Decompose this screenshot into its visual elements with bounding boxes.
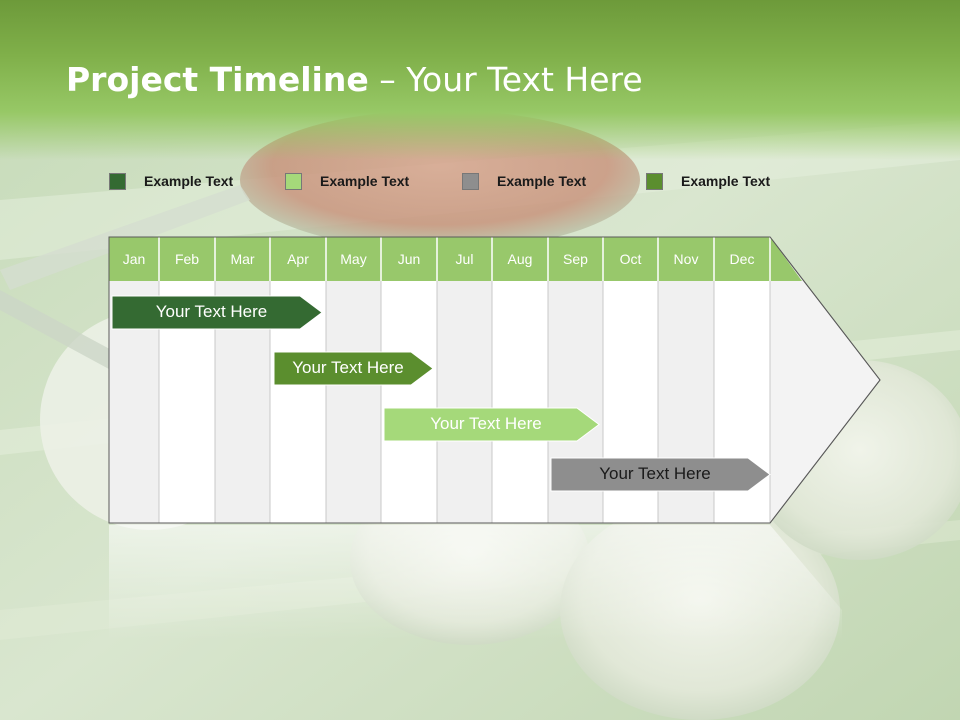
month-column bbox=[326, 281, 381, 523]
title-rest: – Your Text Here bbox=[368, 60, 643, 99]
legend-label: Example Text bbox=[681, 173, 771, 189]
task-bar bbox=[550, 457, 771, 492]
task-label: Your Text Here bbox=[155, 302, 268, 321]
month-label-sep: Sep bbox=[563, 251, 588, 267]
month-column bbox=[381, 281, 437, 523]
legend-item: Example Text bbox=[462, 170, 586, 192]
page-title: Project Timeline – Your Text Here bbox=[66, 60, 643, 99]
month-label-oct: Oct bbox=[619, 251, 642, 267]
task-label: Your Text Here bbox=[430, 414, 542, 433]
timeline-reflection bbox=[109, 525, 842, 640]
month-label-jan: Jan bbox=[122, 251, 146, 267]
month-label-dec: Dec bbox=[729, 251, 755, 267]
month-label-nov: Nov bbox=[673, 251, 699, 267]
legend-label: Example Text bbox=[320, 173, 410, 189]
legend-label: Example Text bbox=[497, 173, 587, 189]
legend-swatch bbox=[109, 172, 126, 190]
task-label: Your Text Here bbox=[599, 464, 711, 483]
month-label-jun: Jun bbox=[397, 251, 421, 267]
month-label-apr: Apr bbox=[287, 251, 309, 267]
legend-item: Example Text bbox=[285, 170, 409, 192]
task-label: Your Text Here bbox=[292, 358, 404, 377]
legend-swatch bbox=[462, 172, 479, 190]
task-bar bbox=[111, 295, 323, 330]
legend-label: Example Text bbox=[144, 173, 234, 189]
month-column bbox=[492, 281, 548, 523]
month-column bbox=[437, 281, 492, 523]
task-bar bbox=[383, 407, 600, 442]
legend-swatch bbox=[285, 172, 302, 190]
legend-item: Example Text bbox=[109, 170, 233, 192]
month-label-may: May bbox=[340, 251, 367, 267]
month-label-jul: Jul bbox=[455, 251, 474, 267]
legend-item: Example Text bbox=[646, 170, 770, 192]
task-bars bbox=[111, 295, 771, 492]
month-header-row bbox=[109, 237, 802, 281]
month-label-mar: Mar bbox=[230, 251, 255, 267]
timeline-arrow-outline bbox=[108, 236, 881, 524]
title-bold: Project Timeline bbox=[66, 60, 369, 99]
legend-swatch bbox=[646, 172, 663, 190]
month-label-feb: Feb bbox=[174, 251, 200, 267]
header-band bbox=[0, 0, 960, 160]
task-bar bbox=[273, 351, 434, 386]
month-label-aug: Aug bbox=[507, 251, 533, 267]
legend: Example Text Example Text Example Text E… bbox=[0, 170, 960, 194]
